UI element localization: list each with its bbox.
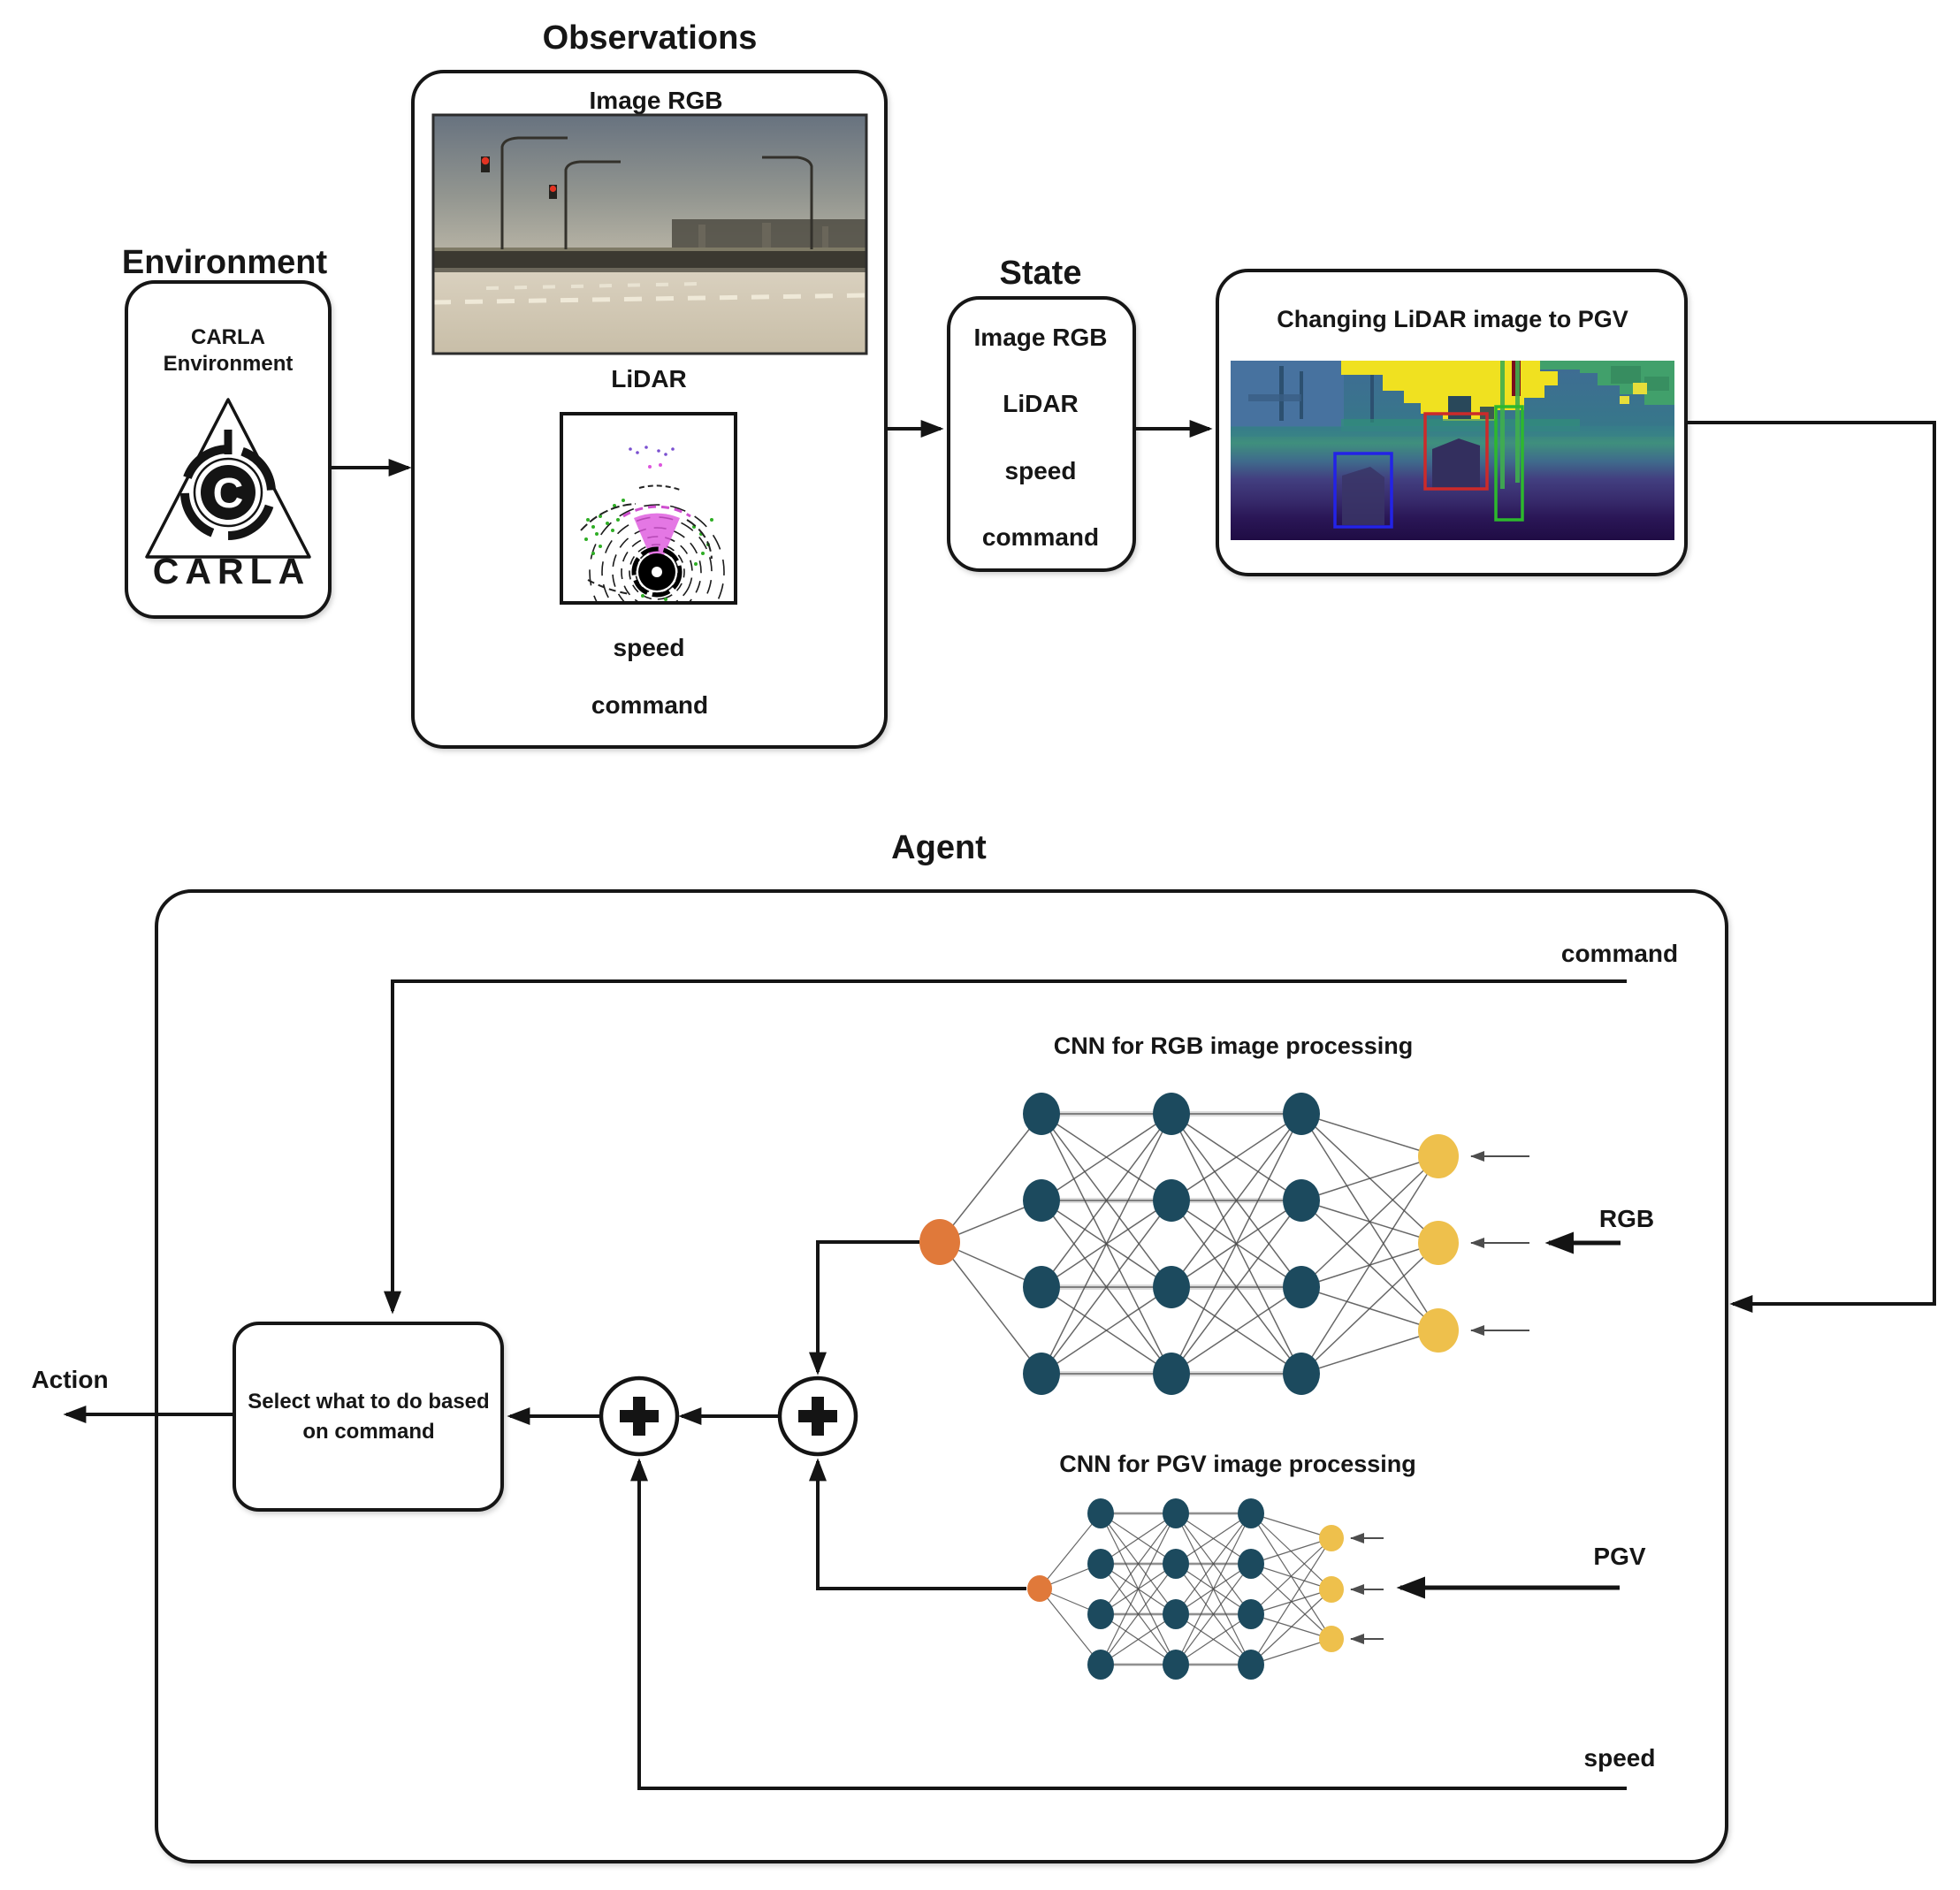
state-item-lidar: LiDAR xyxy=(1003,390,1079,417)
pgv-sky-left-block xyxy=(1231,361,1344,427)
hidden-node xyxy=(1163,1599,1189,1629)
state-item-image-rgb: Image RGB xyxy=(974,324,1108,351)
hidden-node xyxy=(1153,1353,1190,1395)
output-node xyxy=(1418,1221,1459,1265)
observations-title: Observations xyxy=(543,19,758,57)
pgv-section: Changing LiDAR image to PGV xyxy=(1216,269,1688,576)
environment-title: Environment xyxy=(122,244,328,281)
hidden-node xyxy=(1283,1353,1320,1395)
observations-command-label: command xyxy=(591,691,708,719)
traffic-light-icon xyxy=(481,156,557,199)
hidden-node xyxy=(1238,1650,1264,1680)
output-node xyxy=(1418,1308,1459,1353)
action-label: Action xyxy=(31,1366,108,1393)
observations-speed-label: speed xyxy=(614,634,685,661)
pgv-blob-red xyxy=(1432,438,1480,489)
hidden-node xyxy=(1087,1498,1114,1528)
environment-box-label-2: Environment xyxy=(164,352,294,376)
agent-command-label: command xyxy=(1561,940,1678,967)
select-box xyxy=(233,1322,504,1512)
agent-rgb-label: RGB xyxy=(1599,1205,1654,1232)
carla-logo-c: C xyxy=(213,470,244,517)
select-box-line-1: Select what to do based xyxy=(248,1390,489,1414)
network-rgb xyxy=(919,1093,1529,1395)
output-node xyxy=(1319,1626,1344,1652)
state-title: State xyxy=(1000,255,1082,292)
pgv-bbox-red xyxy=(1423,412,1489,491)
hidden-node xyxy=(1163,1650,1189,1680)
hidden-node xyxy=(1153,1179,1190,1222)
hidden-node xyxy=(1238,1549,1264,1579)
hidden-node xyxy=(1153,1093,1190,1135)
agent-speed-label: speed xyxy=(1584,1744,1656,1772)
hidden-node xyxy=(1023,1353,1060,1395)
pgv-blob-blue xyxy=(1342,467,1384,525)
pgv-image xyxy=(1231,361,1674,540)
hidden-node xyxy=(1283,1093,1320,1135)
plus-icon-left xyxy=(599,1376,680,1457)
agent-title: Agent xyxy=(891,829,987,866)
hidden-node xyxy=(1238,1498,1264,1528)
pgv-cnn-to-sum-arrow xyxy=(809,1458,1026,1590)
carla-disc-icon xyxy=(201,465,255,520)
output-node xyxy=(1319,1576,1344,1603)
rgb-cnn-to-sum-arrow xyxy=(809,1240,919,1376)
hidden-node xyxy=(1023,1093,1060,1135)
output-node xyxy=(1319,1525,1344,1551)
environment-box-label-1: CARLA xyxy=(191,325,265,349)
observations-section: Observations Image RGB xyxy=(411,19,888,749)
hidden-node xyxy=(1163,1498,1189,1528)
lidar-green-points xyxy=(584,499,713,601)
state-item-command: command xyxy=(982,523,1099,551)
hidden-node xyxy=(1087,1599,1114,1629)
select-box-line-2: on command xyxy=(302,1420,434,1444)
rgb-image xyxy=(431,113,868,355)
network-pgv xyxy=(1027,1498,1384,1680)
hidden-node xyxy=(1238,1599,1264,1629)
rgb-overpass xyxy=(433,248,866,271)
hidden-node xyxy=(1023,1266,1060,1308)
lidar-magenta-wedge xyxy=(634,513,680,572)
carla-logo: C CARLA xyxy=(145,398,311,591)
environment-section: Environment CARLA Environment C CARLA xyxy=(122,244,332,619)
speed-line-to-sum-arrow xyxy=(630,1458,1627,1790)
input-node xyxy=(919,1219,960,1265)
lidar-image xyxy=(560,412,737,605)
state-box xyxy=(947,296,1136,572)
lidar-purple-points xyxy=(629,446,675,456)
agent-cnn-pgv-title: CNN for PGV image processing xyxy=(1059,1451,1416,1477)
hidden-node xyxy=(1023,1179,1060,1222)
hidden-node xyxy=(1087,1650,1114,1680)
pgv-to-agent-feedback-arrow xyxy=(1686,421,1936,1313)
output-node xyxy=(1418,1134,1459,1178)
hidden-node xyxy=(1153,1266,1190,1308)
carla-logo-wordmark: CARLA xyxy=(153,551,310,591)
lidar-label: LiDAR xyxy=(611,365,687,392)
hidden-node xyxy=(1283,1179,1320,1222)
carla-ring-icon xyxy=(180,445,276,540)
rgb-ground xyxy=(433,272,866,354)
agent-pgv-label: PGV xyxy=(1593,1543,1645,1570)
state-section: State Image RGB LiDAR speed command xyxy=(947,255,1136,572)
agent-cnn-rgb-title: CNN for RGB image processing xyxy=(1054,1033,1414,1059)
state-item-speed: speed xyxy=(1005,457,1077,484)
command-line-arrow xyxy=(384,979,1627,1315)
hidden-node xyxy=(1163,1549,1189,1579)
pgv-bbox-green xyxy=(1494,405,1524,522)
agent-section: Agent command CNN for RGB image processi… xyxy=(31,829,1728,1863)
image-rgb-label: Image RGB xyxy=(590,87,723,114)
pgv-bbox-blue xyxy=(1333,452,1393,529)
agent-box xyxy=(155,889,1728,1863)
rgb-streetlights xyxy=(500,136,813,249)
plus-icon-right xyxy=(777,1376,858,1457)
hidden-node xyxy=(1283,1266,1320,1308)
hidden-node xyxy=(1087,1549,1114,1579)
pgv-title: Changing LiDAR image to PGV xyxy=(1277,306,1628,332)
input-node xyxy=(1027,1575,1052,1602)
